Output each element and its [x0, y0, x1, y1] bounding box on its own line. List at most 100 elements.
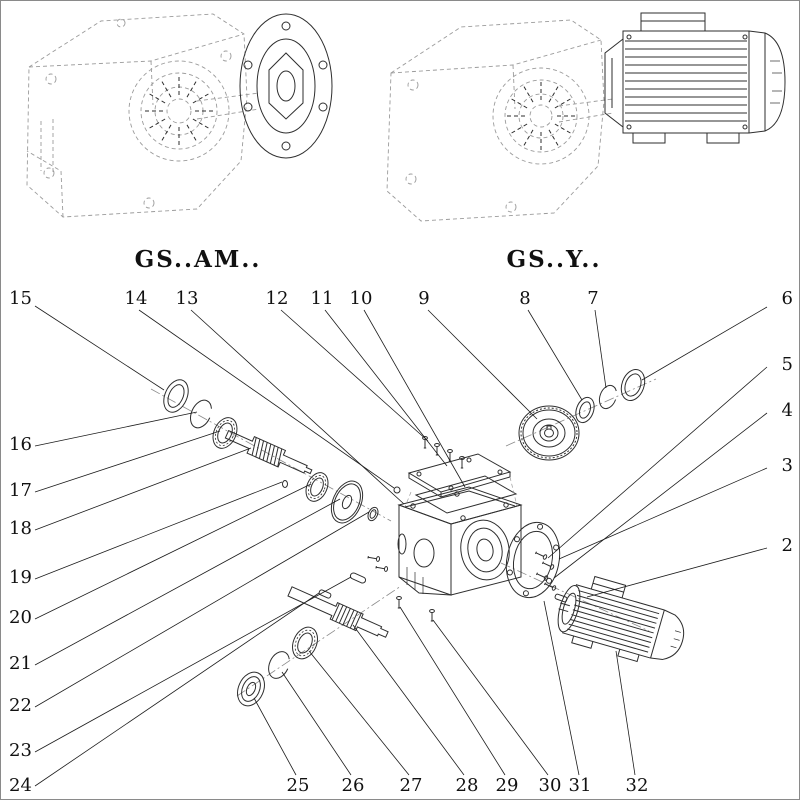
- leader-line-15: [34, 305, 165, 391]
- part-number-26: 26: [342, 775, 365, 796]
- motor-exploded-fins: [567, 590, 660, 653]
- output-flange: [239, 13, 333, 159]
- ref-view-gs-am: GS..AM..: [26, 13, 333, 273]
- leader-line-12: [280, 309, 429, 442]
- part-number-6: 6: [782, 288, 793, 309]
- cover-gasket: [414, 475, 518, 514]
- input-circlip: [190, 399, 212, 429]
- breather-plug: [393, 486, 401, 494]
- leader-line-19: [34, 481, 283, 580]
- leader-line-23: [34, 576, 352, 753]
- ref-view-gs-y: GS..Y..: [386, 12, 786, 273]
- leader-line-21: [34, 498, 341, 666]
- output-circlip: [268, 651, 290, 679]
- worm-shaft: [224, 429, 313, 475]
- leader-line-18: [34, 447, 252, 531]
- part-number-25: 25: [287, 775, 310, 796]
- leader-line-6: [641, 306, 768, 381]
- leader-line-28: [352, 624, 465, 776]
- part-number-15: 15: [9, 288, 32, 309]
- worm-wheel-gear: [518, 405, 580, 461]
- output-bearing: [292, 626, 318, 660]
- housing-screw-a: [396, 596, 402, 609]
- part-number-29: 29: [496, 775, 519, 796]
- leader-line-16: [34, 411, 198, 447]
- dowel-pin: [282, 480, 288, 488]
- leader-line-31: [543, 600, 580, 776]
- seal-starburst-right: [507, 82, 575, 150]
- part-number-21: 21: [9, 653, 32, 674]
- part-number-11: 11: [311, 288, 334, 309]
- seal-starburst-left: [145, 77, 213, 145]
- leader-line-5: [547, 366, 768, 559]
- part-number-3: 3: [782, 455, 793, 476]
- leader-line-8: [527, 309, 583, 401]
- part-number-28: 28: [456, 775, 479, 796]
- motor-fins: [625, 40, 747, 122]
- gear-circlip: [598, 384, 618, 410]
- exploded-view: 1514131211109876543216171819202122232425…: [9, 288, 793, 796]
- part-number-12: 12: [266, 288, 289, 309]
- leader-line-10: [363, 309, 466, 488]
- motor-exploded: [557, 575, 685, 663]
- shaft-pin: [318, 589, 332, 599]
- leader-line-22: [34, 511, 370, 708]
- part-number-19: 19: [9, 567, 32, 588]
- part-number-31: 31: [569, 775, 592, 796]
- part-number-16: 16: [9, 434, 32, 455]
- input-oil-seal: [163, 379, 189, 413]
- leader-line-20: [34, 483, 312, 620]
- leader-line-11: [324, 309, 448, 467]
- motor: [604, 12, 786, 144]
- leader-line-2: [586, 547, 768, 598]
- part-number-5: 5: [782, 354, 793, 375]
- output-shaft-seal: [237, 671, 265, 707]
- part-number-17: 17: [9, 480, 32, 501]
- part-number-32: 32: [626, 775, 649, 796]
- leader-line-13: [190, 309, 405, 505]
- leader-line-17: [34, 430, 221, 493]
- leader-line-30: [432, 619, 549, 776]
- input-bearing-front: [212, 417, 238, 449]
- model-label-gs-am: GS..AM..: [135, 246, 262, 273]
- gear-housing: [397, 486, 523, 596]
- model-label-gs-y: GS..Y..: [507, 246, 602, 273]
- leader-line-3: [558, 467, 768, 560]
- part-number-10: 10: [350, 288, 373, 309]
- leader-line-32: [615, 650, 636, 776]
- shaft-key: [349, 572, 367, 584]
- leader-line-25: [253, 697, 297, 776]
- leader-line-27: [308, 650, 410, 776]
- part-number-2: 2: [782, 535, 793, 556]
- output-shaft: [287, 586, 389, 638]
- leader-line-4: [553, 412, 768, 579]
- part-number-24: 24: [9, 775, 32, 796]
- part-number-7: 7: [587, 288, 598, 309]
- output-oil-seal: [620, 369, 646, 401]
- part-number-13: 13: [176, 288, 199, 309]
- leader-line-9: [427, 309, 538, 420]
- part-number-14: 14: [125, 288, 148, 309]
- leader-line-24: [34, 592, 320, 787]
- part-number-22: 22: [9, 695, 32, 716]
- housing-side-screws: [367, 554, 389, 573]
- part-number-23: 23: [9, 740, 32, 761]
- leader-line-7: [594, 309, 607, 389]
- gear-side-ring: [575, 396, 595, 424]
- part-number-27: 27: [400, 775, 423, 796]
- housing-screw-b: [429, 609, 435, 622]
- part-number-18: 18: [9, 518, 32, 539]
- shim-disc: [330, 480, 364, 524]
- input-bearing-rear: [305, 472, 329, 502]
- part-number-30: 30: [539, 775, 562, 796]
- leader-line-26: [281, 671, 352, 776]
- part-number-8: 8: [519, 288, 530, 309]
- leader-line-14: [138, 309, 395, 489]
- output-flange-cover: [505, 521, 561, 599]
- leader-line-29: [399, 606, 506, 776]
- part-number-4: 4: [782, 400, 793, 421]
- inspection-cover: [407, 453, 512, 498]
